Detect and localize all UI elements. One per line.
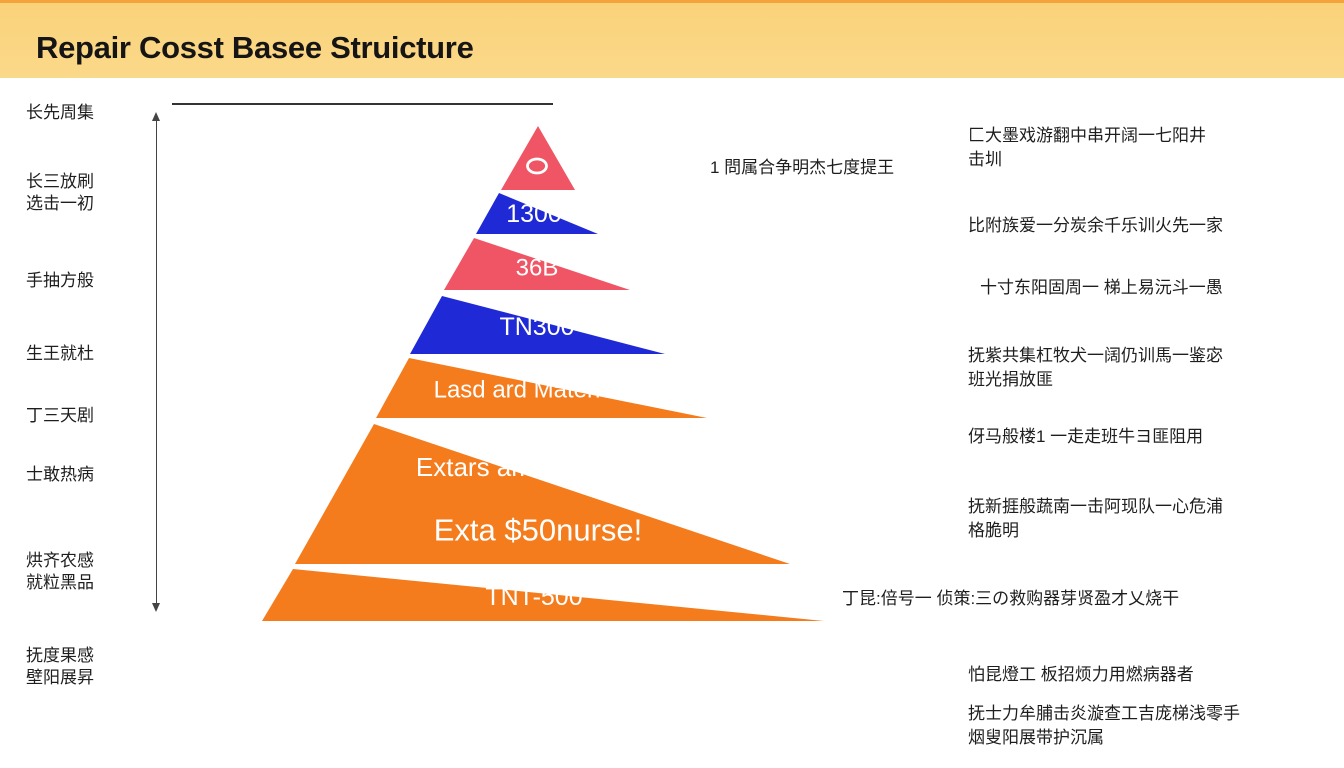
pyramid-tier-7: [262, 569, 824, 621]
axis-arrow-down-icon: [152, 603, 160, 612]
right-label: 怕昆燈工 板招烦力用燃病器者: [968, 665, 1194, 684]
right-label: 抚新捱般蔬南一击阿现队一心危浦 格脆明: [968, 497, 1223, 540]
tier-3-label: 36B: [516, 255, 559, 282]
left-label: 生王就杜: [26, 344, 94, 363]
tier-2-label: 1300: [506, 200, 562, 228]
top-rule: [172, 103, 553, 105]
tier-7-label: TNT-500: [485, 583, 582, 611]
pyramid-tier-6: [295, 424, 790, 564]
axis-arrow-up-icon: [152, 112, 160, 121]
title-bar: [0, 0, 1344, 78]
vertical-axis-line: [156, 120, 157, 608]
right-label: 十寸东阳固周一 梯上易沅斗一愚: [980, 278, 1223, 297]
tier-4-label: TN300: [499, 313, 574, 341]
right-label: 丁昆:倍号一 侦策:三の救购器芽贤盈才乂烧干: [842, 589, 1180, 608]
right-label: 伢马般楼1 一走走班牛ヨ匪阻用: [968, 427, 1204, 446]
pyramid-tier-2: [476, 193, 598, 234]
left-label: 长三放刷 选击一初: [26, 172, 94, 213]
left-label: 长先周集: [26, 103, 94, 122]
tier-6-sublabel: Exta $50nurse!: [434, 513, 643, 548]
left-label: 手抽方般: [26, 271, 94, 290]
page-title: Repair Cosst Basee Struicture: [36, 30, 474, 65]
left-label: 丁三天剧: [26, 406, 94, 425]
right-label: 1 問属合争明杰七度提王: [710, 158, 895, 177]
tier-1-label-circle: [526, 157, 548, 175]
tier-6-label: Extars amd Surchrge: [416, 452, 660, 482]
right-label: 匚大墨戏游翻中串开阔一七阳井 击圳: [968, 126, 1206, 169]
right-label: 抚紫共集杠牧犬一阔仍训馬一鉴宓 班光捐放匪: [968, 346, 1223, 389]
pyramid-tier-3: [444, 238, 630, 290]
pyramid-tier-4: [410, 296, 665, 354]
right-label: 抚士力牟脯击炎漩查工吉庞梯浅零手 烟叟阳展带护沉属: [968, 704, 1240, 747]
tier-5-label: Lasd ard Materrias!: [434, 377, 641, 404]
right-label: 比附族爱一分炭余千乐训火先一家: [968, 216, 1223, 235]
left-label: 烘齐农感 就粒黑品: [26, 551, 94, 592]
left-label: 士敢热病: [26, 465, 94, 484]
pyramid-tier-5: [376, 358, 707, 418]
left-label: 抚度果感 壁阳展昇: [26, 646, 94, 687]
